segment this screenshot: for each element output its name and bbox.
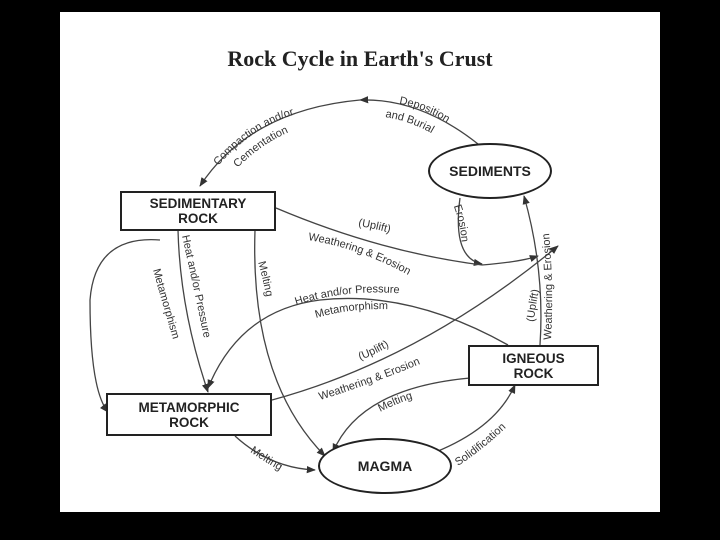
svg-text:Melting: Melting — [248, 444, 284, 473]
svg-text:Metamorphism: Metamorphism — [150, 267, 182, 340]
node-magma: MAGMA — [318, 438, 452, 494]
label-weathering-c: Weathering & Erosion — [540, 233, 555, 340]
svg-text:Weathering & Erosion: Weathering & Erosion — [540, 233, 555, 340]
node-metamorphic-line2: ROCK — [169, 414, 209, 430]
node-sediments-label: SEDIMENTS — [449, 163, 531, 179]
svg-text:Metamorphism: Metamorphism — [314, 300, 389, 321]
label-uplift-a: (Uplift) — [358, 217, 393, 236]
label-uplift-c: (Uplift) — [525, 288, 542, 322]
connector-lines — [89, 96, 559, 474]
svg-text:Erosion: Erosion — [451, 203, 471, 242]
svg-text:Heat and/or Pressure: Heat and/or Pressure — [179, 234, 213, 339]
svg-text:Melting: Melting — [255, 260, 275, 298]
svg-text:(Uplift): (Uplift) — [525, 288, 542, 322]
node-igneous-line2: ROCK — [513, 365, 554, 381]
label-metamorphism-mid: Metamorphism — [314, 300, 389, 321]
svg-text:(Uplift): (Uplift) — [358, 217, 393, 236]
label-solidification: Solidification — [453, 421, 508, 469]
label-erosion: Erosion — [451, 203, 471, 242]
node-sedimentary-line1: SEDIMENTARY — [149, 196, 247, 211]
node-igneous-line1: IGNEOUS — [502, 350, 565, 366]
svg-text:Melting: Melting — [376, 390, 414, 415]
label-melting-b: Melting — [376, 390, 414, 415]
node-sedimentary-line2: ROCK — [178, 211, 218, 226]
label-heat-pressure-1: Heat and/or Pressure — [179, 234, 213, 339]
node-sediments: SEDIMENTS — [428, 143, 552, 199]
node-magma-label: MAGMA — [357, 458, 413, 474]
diagram-title: Rock Cycle in Earth's Crust — [227, 46, 493, 71]
node-sedimentary-rock: SEDIMENTARY ROCK — [120, 191, 276, 231]
label-metamorphism-1: Metamorphism — [150, 267, 182, 340]
node-igneous-rock: IGNEOUS ROCK — [468, 345, 599, 386]
label-melting-c: Melting — [248, 444, 284, 473]
node-metamorphic-rock: METAMORPHIC ROCK — [106, 393, 272, 436]
svg-text:(Uplift): (Uplift) — [357, 338, 391, 363]
label-melting-a: Melting — [255, 260, 275, 298]
svg-text:Solidification: Solidification — [453, 421, 508, 469]
node-metamorphic-line1: METAMORPHIC — [138, 399, 240, 415]
label-uplift-b: (Uplift) — [357, 338, 391, 363]
